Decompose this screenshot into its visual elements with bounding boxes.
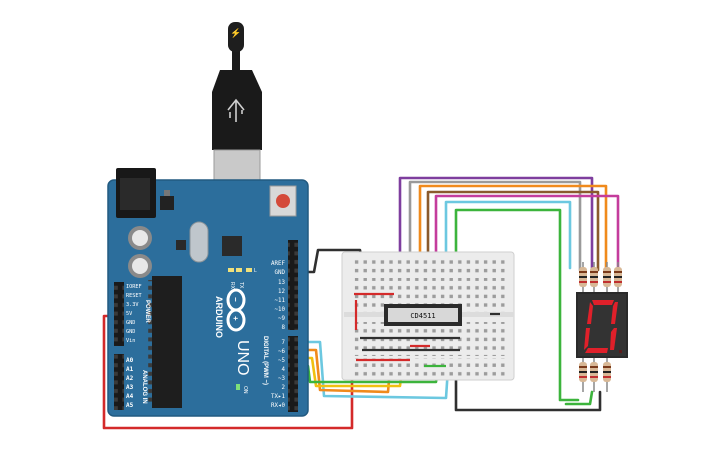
digital-pin-label: 8	[282, 325, 286, 331]
segment-c	[610, 328, 617, 350]
power-pin-label: Vin	[126, 338, 135, 344]
display-digit-value: 0	[0, 0, 1, 1]
top-rail	[352, 258, 506, 276]
digital-pin-label: ~11	[275, 298, 286, 304]
usb-chip	[222, 236, 242, 256]
power-pin-label: RESET	[126, 293, 142, 299]
svg-text:−: −	[231, 297, 240, 302]
segment-e	[584, 328, 590, 350]
resistor-top-2	[590, 262, 598, 294]
digital-pin-label: 13	[278, 280, 285, 286]
wire-orange	[418, 184, 608, 270]
analog-pin-label: A0	[126, 357, 134, 364]
digital-pin-label: ~5	[278, 358, 285, 364]
board-jumpers	[354, 292, 500, 368]
resistor-bottom-2	[590, 356, 598, 392]
cable-boot	[228, 22, 244, 52]
wire-cyan	[444, 200, 572, 270]
status-leds: RX TX L	[228, 268, 257, 290]
wire-gray	[408, 180, 582, 272]
resistor-bottom-3	[603, 356, 611, 392]
digital-pin-label: ~6	[278, 349, 285, 355]
wire-green-top	[454, 208, 580, 402]
analog-pin-label: A2	[126, 375, 134, 382]
digital-pin-label: ~3	[278, 376, 285, 382]
analog-pin-label: A3	[126, 384, 134, 391]
display-digit	[584, 300, 622, 353]
segment-d	[585, 348, 608, 353]
resistor-bottom-1	[579, 356, 587, 392]
on-label: ON	[242, 386, 248, 394]
atmega-chip	[152, 276, 182, 408]
ic-label: CD4511	[410, 312, 435, 320]
segment-a	[592, 300, 614, 305]
svg-text:+: +	[231, 316, 240, 321]
digital-pin-labels: AREF GND 13 12 ~11 ~10 ~9 8 7 ~6 ~5 4 ~3…	[271, 261, 285, 409]
digital-pin-label: GND	[275, 270, 286, 276]
crystal	[189, 221, 209, 263]
breadboard[interactable]: CD4511	[341, 251, 515, 381]
chip-pins	[148, 280, 152, 404]
wire-brown	[426, 190, 600, 272]
model-label: UNO	[234, 340, 251, 376]
resistor-top-1	[579, 262, 587, 294]
wire-orange-d6	[294, 348, 392, 394]
on-led	[236, 384, 240, 390]
resistors-top[interactable]	[579, 262, 622, 294]
digital-pin-label: AREF	[271, 261, 285, 267]
power-pin-label: 5V	[126, 311, 132, 317]
digital-label: DIGITAL (PWM ~)	[262, 336, 268, 385]
usb-plug-body	[212, 70, 262, 150]
power-pin-label: 3.3V	[126, 302, 139, 308]
analog-pin-label: A5	[126, 402, 134, 409]
resistors-bottom[interactable]	[579, 356, 611, 392]
digital-pin-label: 7	[282, 340, 286, 346]
segment-dp	[619, 350, 622, 353]
l-label: L	[254, 268, 257, 274]
digital-pin-label: RX◂0	[271, 403, 285, 409]
tx-label: TX	[238, 282, 244, 289]
rx-label: RX	[229, 282, 235, 290]
resistor-top-3	[603, 262, 611, 294]
analog-pin-label: A1	[126, 366, 134, 373]
reset-knob[interactable]	[276, 194, 290, 208]
wire-cyan-d7	[294, 340, 450, 400]
resistor-top-4	[614, 262, 622, 294]
usb-icon	[227, 98, 245, 122]
power-pin-labels: IOREF RESET 3.3V 5V GND GND Vin	[126, 284, 142, 344]
digital-pin-label: 4	[282, 367, 286, 373]
seven-segment-display[interactable]: 0	[0, 0, 628, 358]
wire-display-gnd	[454, 366, 602, 412]
regulator	[160, 196, 174, 210]
arduino-logo: − +	[226, 288, 246, 332]
analog-pin-labels: A0 A1 A2 A3 A4 A5	[126, 357, 134, 409]
analog-pin-label: A4	[126, 393, 134, 400]
wire-magenta	[434, 194, 620, 270]
digital-pin-label: ~10	[275, 307, 286, 313]
analog-label: ANALOG IN	[141, 370, 147, 404]
lightning-icon: ⚡	[230, 27, 241, 39]
wire-green-bottom	[564, 390, 594, 406]
power-pin-label: GND	[126, 329, 135, 335]
segment-b	[611, 302, 618, 324]
digital-pin-label: ~9	[278, 316, 285, 322]
wire-purple	[398, 176, 594, 270]
digital-pin-label: 2	[282, 385, 286, 391]
power-label: POWER	[144, 300, 150, 323]
digital-pin-label: TX▸1	[271, 394, 285, 400]
power-pin-label: GND	[126, 320, 135, 326]
digital-pin-label: 12	[278, 289, 285, 295]
segment-f	[587, 302, 593, 324]
arduino-uno[interactable]: RX TX L − + ARDUINO UNO ON IOREF RESET 3…	[107, 168, 309, 417]
brand-label: ARDUINO	[214, 296, 224, 338]
power-pin-label: IOREF	[126, 284, 142, 290]
